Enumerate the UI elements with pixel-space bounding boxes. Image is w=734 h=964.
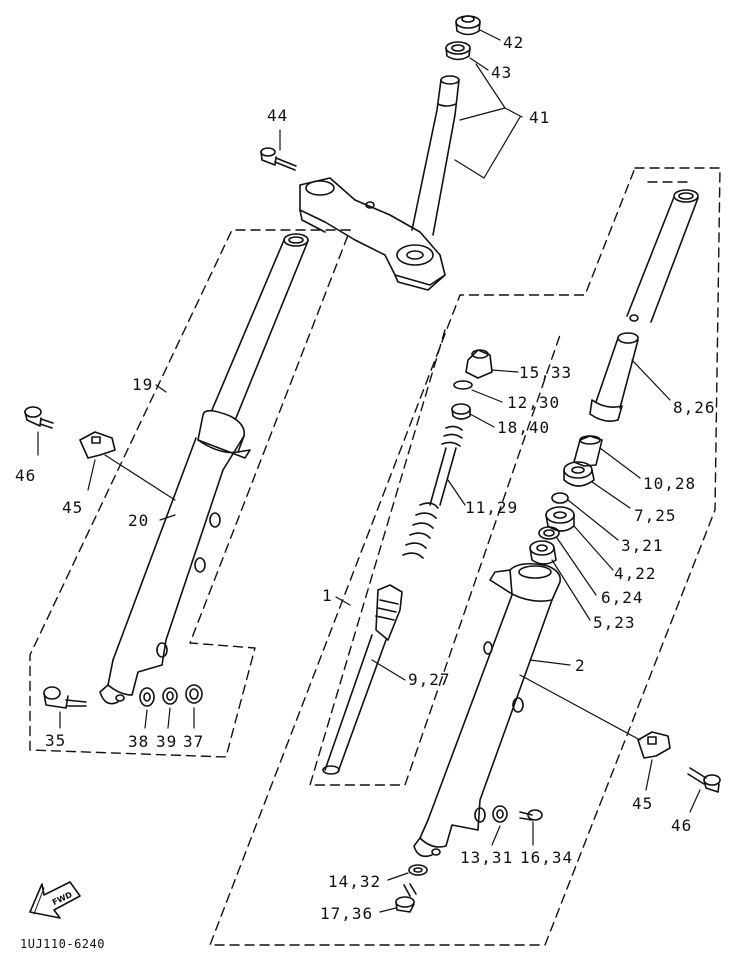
washer-38 — [139, 687, 155, 729]
part-label-3-21: 3,21 — [621, 536, 664, 555]
part-label-5-23: 5,23 — [593, 613, 636, 632]
left-fork-dashed-boundary — [29, 229, 351, 758]
right-fork-dashed-boundary — [209, 167, 721, 946]
part-label-45-right: 45 — [632, 794, 654, 813]
left-inner-tube-19 — [211, 233, 309, 419]
seal-43 — [445, 41, 471, 61]
leader-20 — [159, 514, 176, 521]
part-label-8-26: 8,26 — [673, 398, 716, 417]
part-label-18-40: 18,40 — [497, 418, 551, 437]
steering-stem-41 — [411, 75, 460, 236]
part-label-45-left: 45 — [62, 498, 84, 517]
bolt-17-36 — [379, 883, 417, 913]
stem-cap-42 — [455, 15, 481, 36]
bushing-5-23 — [529, 540, 591, 621]
right-inner-tube-8-26 — [626, 189, 699, 323]
part-label-15-33: 15,33 — [519, 363, 573, 382]
part-label-37: 37 — [183, 732, 205, 751]
oil-seal-4-22 — [545, 506, 614, 571]
oil-seal-tube-8-26 — [589, 332, 671, 422]
bolt-16-34 — [519, 809, 543, 846]
part-label-44: 44 — [267, 106, 289, 125]
part-label-42: 42 — [503, 33, 525, 52]
washer-39 — [162, 687, 178, 729]
washer-13-31 — [491, 805, 508, 846]
under-bracket — [299, 177, 446, 291]
part-label-1: 1 — [322, 586, 333, 605]
o-ring-12-30 — [453, 380, 503, 403]
part-label-46-left: 46 — [15, 466, 37, 485]
part-label-46-right: 46 — [671, 816, 693, 835]
bolt-46-right — [687, 767, 721, 813]
part-label-4-22: 4,22 — [614, 564, 657, 583]
washer-6-24 — [538, 526, 597, 596]
clamp-45-left — [79, 431, 176, 501]
fwd-arrow-icon: FWD — [29, 881, 81, 919]
dust-seal-7-25 — [563, 461, 631, 509]
part-label-6-24: 6,24 — [601, 588, 644, 607]
clamp-45-right — [637, 731, 671, 791]
part-label-19: 19 — [132, 375, 154, 394]
nut-37 — [185, 684, 203, 729]
cap-bolt-15-33 — [465, 349, 519, 379]
right-outer-tube-2 — [413, 562, 641, 858]
part-label-35: 35 — [45, 731, 67, 750]
part-label-17-36: 17,36 — [320, 904, 374, 923]
part-label-10-28: 10,28 — [643, 474, 697, 493]
part-label-41: 41 — [529, 108, 551, 127]
part-label-43: 43 — [491, 63, 513, 82]
damper-rod-9-27 — [322, 584, 406, 775]
part-label-2: 2 — [575, 656, 586, 675]
fork-spring-11-29 — [402, 425, 466, 559]
bolt-44 — [260, 129, 297, 171]
leader-lines-top — [454, 29, 523, 179]
part-label-11-29: 11,29 — [465, 498, 519, 517]
part-label-39: 39 — [156, 732, 178, 751]
part-label-16-34: 16,34 — [520, 848, 574, 867]
bolt-46-left — [24, 406, 54, 456]
leader-19 — [155, 384, 167, 393]
part-label-14-32: 14,32 — [328, 872, 382, 891]
spacer-18-40 — [451, 403, 495, 428]
drain-bolt-35 — [43, 686, 87, 729]
drawing-code: 1UJ110-6240 — [20, 937, 105, 951]
leader-1 — [335, 596, 351, 606]
part-label-7-25: 7,25 — [634, 506, 677, 525]
left-outer-tube-20 — [99, 409, 251, 705]
gasket-14-32 — [387, 864, 428, 881]
part-label-38: 38 — [128, 732, 150, 751]
part-label-13-31: 13,31 — [460, 848, 514, 867]
clip-3-21 — [551, 492, 619, 541]
part-label-12-30: 12,30 — [507, 393, 561, 412]
part-label-20: 20 — [128, 511, 150, 530]
part-label-9-27: 9,27 — [408, 670, 451, 689]
